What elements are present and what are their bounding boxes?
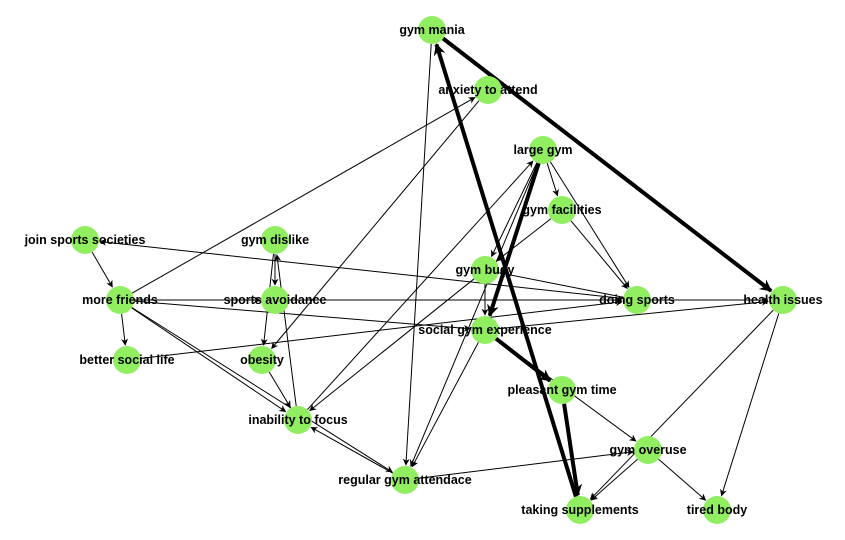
node-label: gym facilities — [522, 203, 601, 217]
edge-gym-facilities-to-doing-sports — [570, 220, 628, 290]
node-taking-supp[interactable]: taking supplements — [521, 496, 639, 524]
edge-anxiety-to-obesity — [271, 100, 480, 350]
edge-gym-overuse-to-taking-supp — [590, 458, 638, 501]
node-circle[interactable] — [623, 286, 651, 314]
node-circle[interactable] — [548, 376, 576, 404]
node-circle[interactable] — [418, 16, 446, 44]
node-join-sports[interactable]: join sports societies — [24, 226, 146, 254]
node-label: pleasant gym time — [507, 383, 616, 397]
node-circle[interactable] — [106, 286, 134, 314]
node-circle[interactable] — [634, 436, 662, 464]
node-circle[interactable] — [248, 346, 276, 374]
edge-large-gym-to-gym-buddy — [491, 162, 538, 258]
edge-better-social-to-doing-sports — [140, 299, 623, 359]
node-label: gym mania — [399, 23, 465, 37]
node-circle[interactable] — [391, 466, 419, 494]
node-label: more friends — [82, 293, 158, 307]
node-label: sports avoidance — [224, 293, 327, 307]
node-circle[interactable] — [71, 226, 99, 254]
node-doing-sports[interactable]: doing sports — [599, 286, 675, 314]
edge-health-issues-to-tired-body — [720, 313, 780, 497]
node-pleasant-gym[interactable]: pleasant gym time — [507, 376, 617, 404]
node-circle[interactable] — [261, 286, 289, 314]
edge-doing-sports-to-gym-buddy — [499, 270, 624, 298]
node-gym-overuse[interactable]: gym overuse — [609, 436, 687, 464]
node-gym-mania[interactable]: gym mania — [399, 16, 466, 44]
node-label: gym dislike — [241, 233, 309, 247]
edge-large-gym-to-social-gym — [487, 162, 541, 317]
node-label: join sports societies — [24, 233, 146, 247]
node-label: anxiety to attend — [438, 83, 537, 97]
edges-layer — [91, 36, 780, 501]
edge-social-gym-to-pleasant-gym — [494, 337, 552, 383]
edge-more-friends-to-better-social — [121, 313, 129, 346]
node-circle[interactable] — [471, 256, 499, 284]
edge-health-issues-to-taking-supp — [589, 309, 774, 500]
edge-inability-to-large-gym — [307, 160, 534, 410]
node-gym-buddy[interactable]: gym budy — [455, 256, 515, 284]
edge-more-friends-to-anxiety — [131, 96, 476, 294]
node-label: inability to focus — [248, 413, 347, 427]
node-label: large gym — [513, 143, 572, 157]
edge-large-gym-to-regular-gym — [410, 162, 539, 467]
node-label: tired body — [687, 503, 747, 517]
edge-doing-sports-to-join-sports — [99, 238, 624, 299]
edge-more-friends-to-inability — [131, 307, 287, 413]
node-tired-body[interactable]: tired body — [687, 496, 747, 524]
node-health-issues[interactable]: health issues — [743, 286, 823, 314]
node-circle[interactable] — [769, 286, 797, 314]
edge-more-friends-to-social-gym — [133, 300, 471, 332]
edge-gym-overuse-to-tired-body — [658, 458, 707, 501]
node-circle[interactable] — [529, 136, 557, 164]
node-label: gym budy — [455, 263, 514, 277]
node-label: regular gym attendace — [338, 473, 471, 487]
node-more-friends[interactable]: more friends — [82, 286, 158, 314]
edge-social-gym-to-health-issues — [498, 298, 769, 330]
nodes-layer: gym mania anxiety to attend large gym gym f… — [24, 16, 823, 524]
edge-gym-facilities-to-gym-buddy — [496, 218, 552, 262]
node-circle[interactable] — [471, 316, 499, 344]
edge-social-gym-to-regular-gym — [411, 342, 479, 468]
node-label: health issues — [743, 293, 822, 307]
node-circle[interactable] — [703, 496, 731, 524]
edge-inability-to-gym-dislike — [274, 254, 297, 407]
node-circle[interactable] — [113, 346, 141, 374]
node-circle[interactable] — [261, 226, 289, 254]
edge-large-gym-to-gym-facilities — [546, 163, 559, 197]
edge-more-friends-to-regular-gym — [131, 307, 393, 473]
node-gym-dislike[interactable]: gym dislike — [241, 226, 309, 254]
node-circle[interactable] — [548, 196, 576, 224]
node-circle[interactable] — [284, 406, 312, 434]
edge-gym-buddy-to-inability — [309, 278, 475, 412]
node-sports-avoidance[interactable]: sports avoidance — [224, 286, 327, 314]
node-gym-facilities[interactable]: gym facilities — [522, 196, 602, 224]
node-label: gym overuse — [609, 443, 686, 457]
edge-large-gym-to-doing-sports — [549, 161, 630, 288]
node-label: social gym experience — [418, 323, 551, 337]
edge-regular-gym-to-gym-overuse — [418, 449, 634, 479]
node-label: obesity — [240, 353, 284, 367]
node-obesity[interactable]: obesity — [240, 346, 284, 374]
node-anxiety[interactable]: anxiety to attend — [438, 76, 538, 104]
node-better-social[interactable]: better social life — [79, 346, 175, 374]
edge-gym-mania-to-regular-gym — [402, 43, 432, 466]
node-circle[interactable] — [566, 496, 594, 524]
node-circle[interactable] — [474, 76, 502, 104]
edge-pleasant-gym-to-taking-supp — [562, 403, 583, 497]
node-large-gym[interactable]: large gym — [513, 136, 573, 164]
edge-join-sports-to-more-friends — [91, 251, 113, 288]
edge-obesity-to-inability — [268, 371, 291, 408]
node-label: doing sports — [599, 293, 675, 307]
node-inability[interactable]: inability to focus — [248, 406, 348, 434]
node-label: better social life — [79, 353, 174, 367]
edge-regular-gym-to-inability — [310, 426, 394, 474]
node-label: taking supplements — [521, 503, 638, 517]
node-regular-gym[interactable]: regular gym attendace — [338, 466, 472, 494]
node-social-gym[interactable]: social gym experience — [418, 316, 552, 344]
